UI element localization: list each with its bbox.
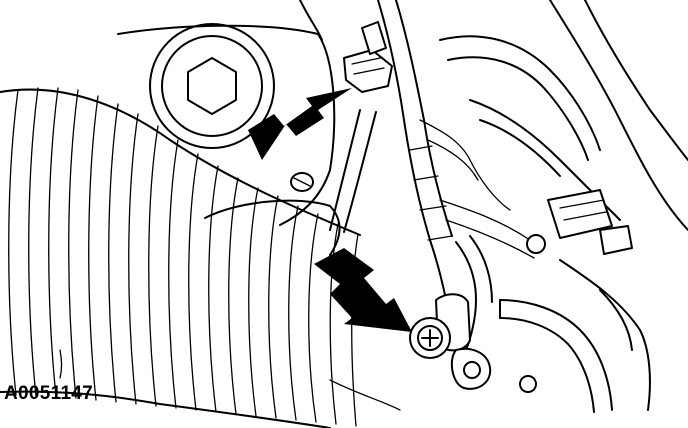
upper-harness-clip [343,21,393,93]
engine-housing [117,0,688,411]
lower-ground-bolt [409,293,492,390]
corrugated-tube [0,87,361,428]
figure-id-label: A0051147 [4,383,94,404]
hex-plug [149,23,275,149]
housing-bolt [290,172,314,192]
lower-ground-bolt-arrow [314,248,412,332]
upper-harness-clip-arrow [248,88,352,160]
vacuum-hoses [439,35,633,413]
wiring-harness [329,0,535,351]
